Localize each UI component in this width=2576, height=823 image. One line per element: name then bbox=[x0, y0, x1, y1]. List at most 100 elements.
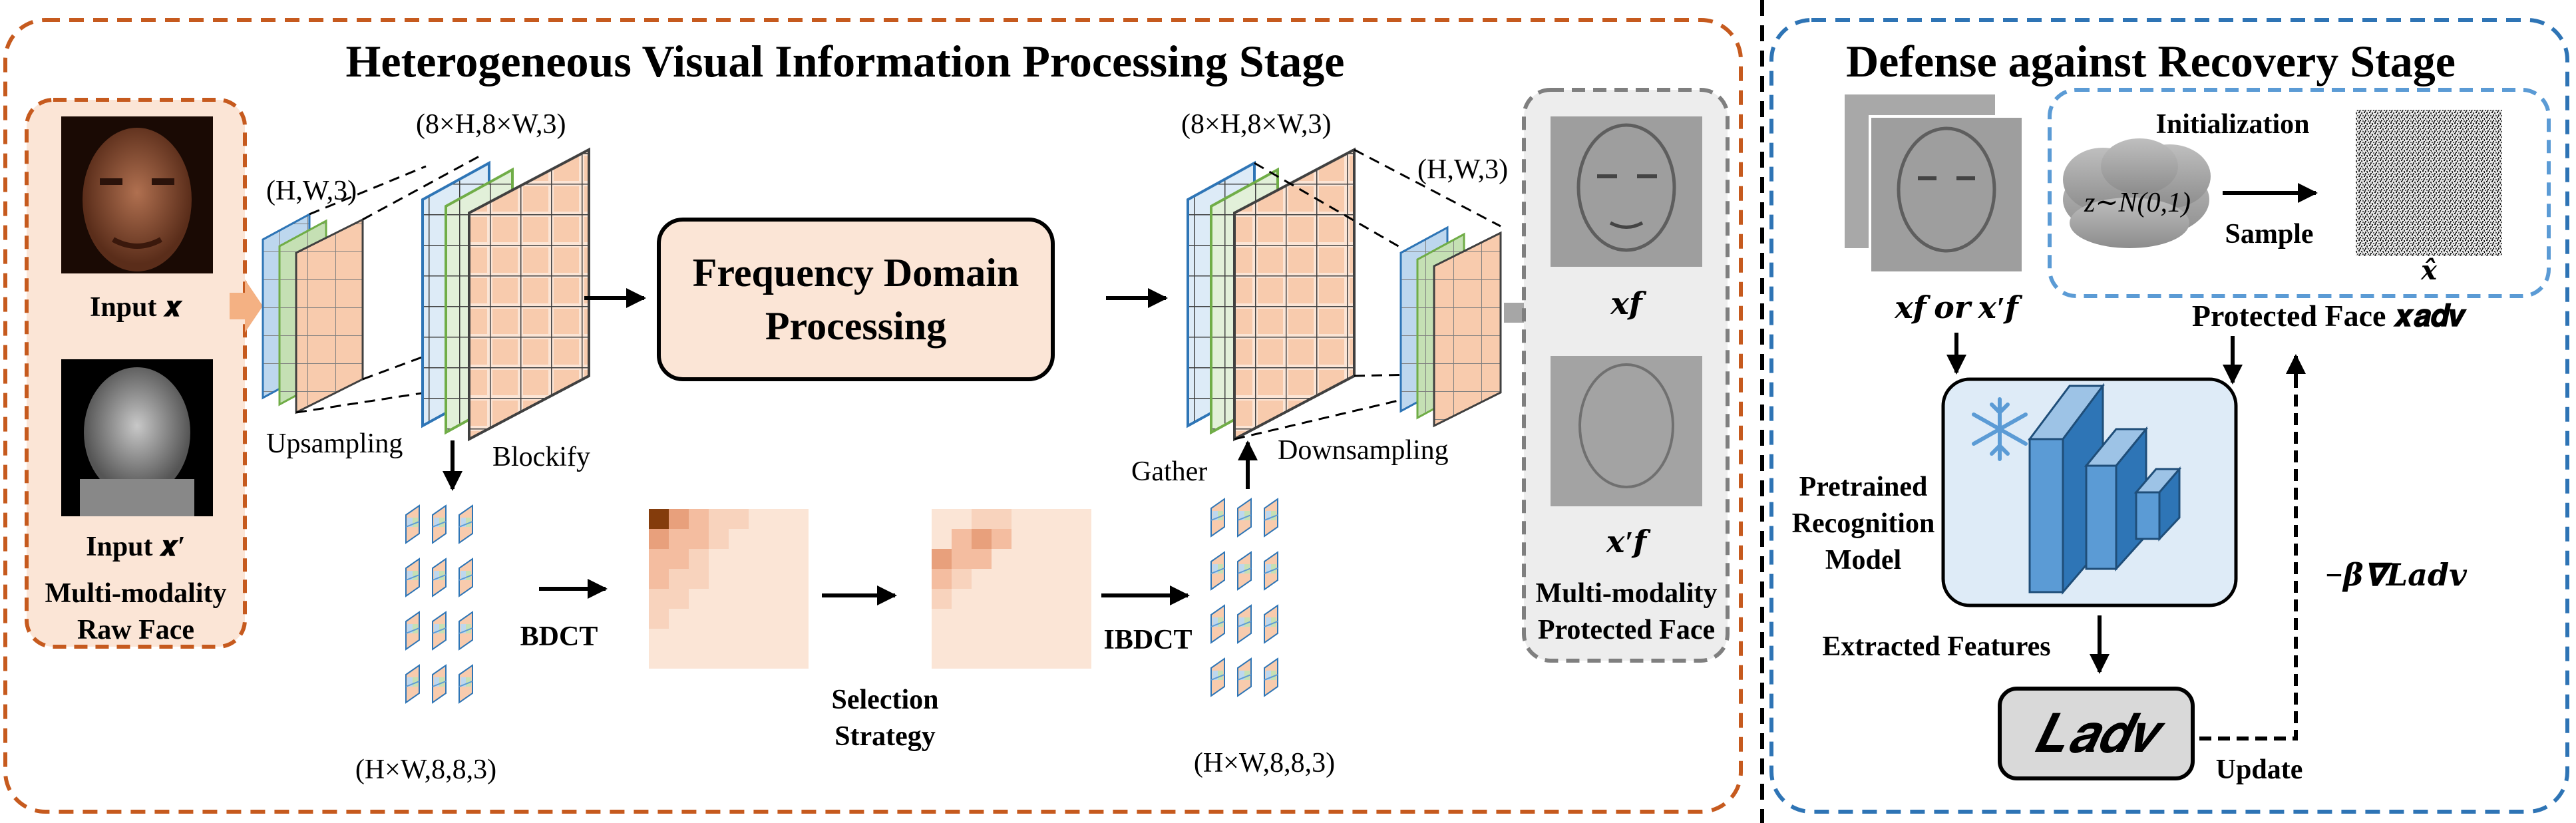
dct-cell bbox=[729, 509, 749, 529]
dim-hw883-right: (H×W,8,8,3) bbox=[1194, 748, 1335, 778]
pretrained-line1: Pretrained bbox=[1799, 472, 1928, 502]
snowflake-icon bbox=[1972, 397, 2028, 461]
input-panel: Input 𝒙 Input 𝒙′ Multi-modality Raw Face bbox=[25, 98, 247, 649]
block-tile bbox=[1237, 657, 1252, 697]
blockify-label: Blockify bbox=[492, 442, 590, 472]
output-caption-line1: Multi-modality bbox=[1536, 578, 1718, 609]
block-tile bbox=[432, 504, 447, 544]
block-tile bbox=[405, 611, 420, 651]
recognition-model-box bbox=[1941, 377, 2238, 607]
dct-cell bbox=[992, 529, 1012, 549]
dct-cell bbox=[709, 509, 729, 529]
input-caption-line2: Raw Face bbox=[77, 615, 194, 645]
sample-label: Sample bbox=[2225, 219, 2313, 249]
dim-8h8w3-right: (8×H,8×W,3) bbox=[1181, 109, 1331, 140]
block-tile bbox=[1264, 551, 1278, 591]
block-tile bbox=[432, 664, 447, 704]
output-panel: 𝒙𝒇 𝒙′𝒇 Multi-modality Protected Face bbox=[1522, 88, 1730, 663]
big-8h8w3-stack-left bbox=[421, 147, 590, 442]
initialization-box bbox=[2048, 88, 2551, 298]
big-8h8w3-stack-right bbox=[1187, 147, 1356, 442]
dim-hw883-left: (H×W,8,8,3) bbox=[355, 754, 496, 785]
stage1-title: Heterogeneous Visual Information Process… bbox=[346, 36, 1345, 86]
block-tile bbox=[1237, 604, 1252, 644]
gather-label: Gather bbox=[1131, 456, 1207, 487]
upsampling-label: Upsampling bbox=[266, 428, 403, 459]
dct-cell bbox=[972, 509, 992, 529]
small-hw3-stack-right bbox=[1399, 226, 1502, 428]
input-xprime-label: Input 𝒙′ bbox=[86, 532, 186, 562]
dct-cell bbox=[932, 569, 952, 589]
input-arrow bbox=[230, 279, 263, 333]
noise-image bbox=[2356, 110, 2502, 256]
dct-cell bbox=[952, 529, 972, 549]
input-x-label: Input 𝒙 bbox=[90, 292, 183, 323]
block-tile bbox=[1210, 657, 1225, 697]
bdct-label: BDCT bbox=[520, 621, 598, 652]
selection-line1: Selection bbox=[832, 685, 939, 715]
dct-cell bbox=[649, 609, 669, 629]
dct-cell bbox=[669, 509, 689, 529]
block-tile bbox=[1264, 604, 1278, 644]
dct-cell bbox=[992, 509, 1012, 529]
protected-face-label: Protected Face 𝒙𝒂𝒅𝒗 bbox=[2192, 299, 2467, 333]
block-tile bbox=[1210, 551, 1225, 591]
block-tile bbox=[1210, 604, 1225, 644]
dct-cell bbox=[972, 529, 992, 549]
input-face-xprime-image bbox=[61, 359, 213, 516]
dct-cell bbox=[972, 549, 992, 569]
xf-label: 𝒙𝒇 bbox=[1610, 287, 1646, 321]
dct-cell bbox=[932, 589, 952, 609]
dct-cell bbox=[952, 569, 972, 589]
dct-cell bbox=[709, 529, 729, 549]
input-face-x-image bbox=[61, 116, 213, 273]
block-tile bbox=[459, 504, 473, 544]
protected-faces-stack bbox=[1842, 92, 2024, 274]
dct-cell bbox=[649, 509, 669, 529]
noise-dist-label: z∼N(0,1) bbox=[2084, 188, 2191, 218]
update-label: Update bbox=[2216, 754, 2303, 785]
loss-box: 𝑳𝒂𝒅𝒗 bbox=[1998, 687, 2195, 780]
dim-hw3-right: (H,W,3) bbox=[1417, 154, 1508, 185]
update-path bbox=[2199, 366, 2298, 741]
dct-cell bbox=[669, 549, 689, 569]
dct-coefficient-grid bbox=[649, 509, 809, 669]
xf-prime-label: 𝒙′𝒇 bbox=[1606, 525, 1651, 559]
dct-cell bbox=[689, 529, 709, 549]
dim-8h8w3-left: (8×H,8×W,3) bbox=[416, 109, 566, 140]
freq-line1: Frequency Domain bbox=[693, 251, 1019, 295]
selection-line2: Strategy bbox=[834, 721, 936, 752]
block-tile bbox=[432, 611, 447, 651]
block-tile bbox=[1264, 657, 1278, 697]
block-tile bbox=[405, 664, 420, 704]
dct-cell bbox=[932, 549, 952, 569]
stage2-border bbox=[1769, 18, 2569, 814]
gradient-label: −𝜷𝛁𝑳𝒂𝒅𝒗 bbox=[2324, 558, 2468, 592]
dct-cell bbox=[649, 569, 669, 589]
dct-cell bbox=[689, 549, 709, 569]
small-hw3-stack bbox=[262, 212, 364, 414]
block-tile bbox=[1237, 498, 1252, 538]
frequency-domain-processing-box: Frequency Domain Processing bbox=[657, 218, 1055, 381]
dct-cell bbox=[669, 589, 689, 609]
dct-cell bbox=[649, 529, 669, 549]
noise-cloud bbox=[2063, 138, 2211, 248]
dct-cell bbox=[689, 509, 709, 529]
block-tile bbox=[405, 558, 420, 597]
block-tile bbox=[1237, 551, 1252, 591]
x-hat-label: 𝒙̂ bbox=[2420, 255, 2438, 285]
dct-cell bbox=[649, 549, 669, 569]
input-caption-line1: Multi-modality bbox=[45, 578, 227, 609]
ibdct-label: IBDCT bbox=[1103, 625, 1192, 655]
initialization-label: Initialization bbox=[2155, 109, 2309, 140]
block-tile bbox=[459, 664, 473, 704]
block-tile bbox=[1264, 498, 1278, 538]
block-tile bbox=[1210, 498, 1225, 538]
block-tile bbox=[459, 611, 473, 651]
xf-or-xfprime-label: 𝒙𝒇 𝒐𝒓 𝒙′𝒇 bbox=[1894, 291, 2022, 325]
dct-cell bbox=[689, 569, 709, 589]
dim-hw3-left: (H,W,3) bbox=[266, 176, 357, 206]
dct-cell bbox=[669, 529, 689, 549]
